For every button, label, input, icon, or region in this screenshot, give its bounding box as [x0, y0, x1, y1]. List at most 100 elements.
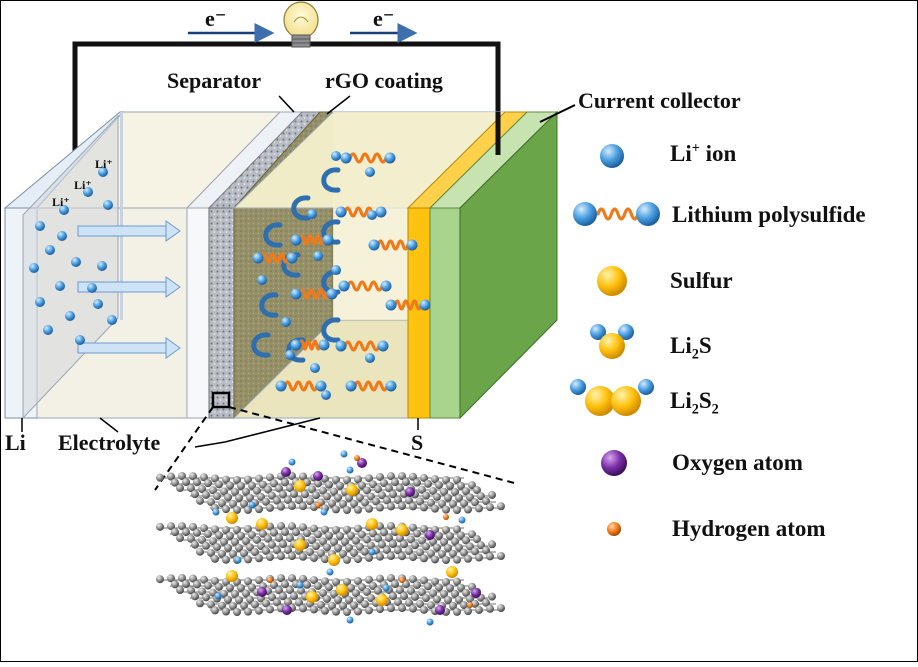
legend-polysulfide: Lithium polysulfide	[672, 202, 866, 227]
hydrogen-atom	[315, 502, 321, 508]
oxygen-atom	[425, 530, 435, 540]
hydrogen-atom	[267, 577, 273, 583]
li-ion	[71, 257, 81, 267]
li-ion	[98, 167, 108, 177]
sulfur-atom	[306, 591, 318, 603]
li-ion	[346, 616, 354, 624]
sulfur-icon	[597, 266, 627, 296]
li-ion	[35, 297, 45, 307]
rgo-trap-hook	[291, 195, 311, 221]
li-ion	[29, 263, 39, 273]
li-ion	[87, 283, 97, 293]
li-ion	[368, 548, 376, 556]
li-ion	[107, 315, 117, 325]
hydrogen-atom	[467, 602, 473, 608]
sulfur-atom	[226, 570, 238, 582]
li-label: Li	[5, 430, 26, 455]
li-ion	[93, 299, 103, 309]
hydrogen-atom	[399, 577, 405, 583]
polysulfide	[275, 380, 327, 392]
oxygen-atom	[313, 471, 323, 481]
li-ion	[458, 516, 466, 524]
sulfur-atom	[366, 518, 378, 530]
oxygen-atom	[281, 467, 291, 477]
li-ion	[285, 350, 295, 360]
electron-label: e⁻	[205, 6, 227, 31]
sulfur-atom	[256, 518, 268, 530]
li-ion	[320, 508, 328, 516]
li-ion	[257, 275, 267, 285]
li2s2-icon	[570, 379, 654, 416]
zoom-box	[211, 391, 231, 409]
li-ion	[426, 618, 434, 626]
rgo-trap-hook	[286, 337, 306, 363]
hydrogen-atom	[443, 514, 449, 520]
polysulfide	[252, 252, 298, 264]
li-ion-label: Li⁺	[74, 178, 92, 192]
li-ion	[340, 450, 348, 458]
rgo-trap-hook	[321, 167, 341, 193]
oxygen-atom	[405, 487, 415, 497]
li-ion	[212, 508, 220, 516]
electron-label: e⁻	[373, 6, 395, 31]
sulfur-atom	[346, 484, 358, 496]
current-collector-label: Current collector	[578, 88, 741, 113]
circuit-wire	[72, 41, 501, 155]
sulfur-atom	[446, 566, 458, 578]
polysulfide	[290, 339, 330, 351]
li-ion	[346, 466, 354, 474]
sulfur-atom	[396, 524, 408, 536]
polysulfide	[338, 280, 392, 292]
li-ion	[326, 568, 334, 576]
hydrogen-icon	[607, 522, 621, 536]
rgo-trap-hook	[251, 332, 271, 358]
li-ion	[331, 151, 341, 161]
li-ion	[296, 581, 304, 589]
li-ion	[313, 251, 323, 261]
li-ion	[83, 187, 93, 197]
polysulfide	[385, 299, 431, 311]
li-ion	[382, 584, 390, 592]
separator-label: Separator	[167, 68, 262, 93]
li-ion	[59, 205, 69, 215]
li-ion	[281, 317, 291, 327]
legend-li2s: Li2S	[670, 333, 712, 363]
legend-sulfur: Sulfur	[670, 268, 733, 293]
li-ion	[43, 325, 53, 335]
oxygen-atom	[357, 458, 367, 468]
li2s-icon	[590, 324, 634, 359]
li-ion	[35, 221, 45, 231]
li-ion	[214, 592, 222, 600]
rgo-sheet	[156, 472, 505, 514]
legend-oxygen: Oxygen atom	[672, 450, 803, 475]
legend-icons	[570, 144, 660, 536]
oxygen-atom	[471, 588, 481, 598]
li-ion	[234, 556, 242, 564]
li-ion	[97, 261, 107, 271]
rgo-trap-hook	[321, 317, 341, 343]
polysulfide	[290, 234, 334, 246]
rgo-sheet	[156, 522, 505, 564]
current-collector	[429, 207, 461, 419]
li-ion	[310, 363, 320, 373]
li-ion-icon	[600, 144, 624, 168]
polysulfide	[368, 239, 418, 251]
li-ion	[288, 458, 296, 466]
s-label: S	[411, 430, 424, 455]
polysulfide-icon	[573, 202, 660, 226]
oxygen-icon	[601, 450, 627, 476]
li-ion	[65, 311, 75, 321]
polysulfide	[335, 340, 389, 352]
sulfur-atom	[328, 554, 340, 566]
oxygen-atom	[435, 605, 445, 615]
li-ion	[57, 231, 67, 241]
hydrogen-atom	[354, 455, 360, 461]
sulfur-atom	[294, 539, 306, 551]
legend-li2s2: Li2S2	[670, 388, 719, 418]
li-ion	[365, 353, 375, 363]
polysulfide-trapping	[251, 151, 431, 400]
li-ion	[365, 167, 375, 177]
li-ion	[331, 265, 341, 275]
rgo-trap-hook	[321, 219, 341, 245]
